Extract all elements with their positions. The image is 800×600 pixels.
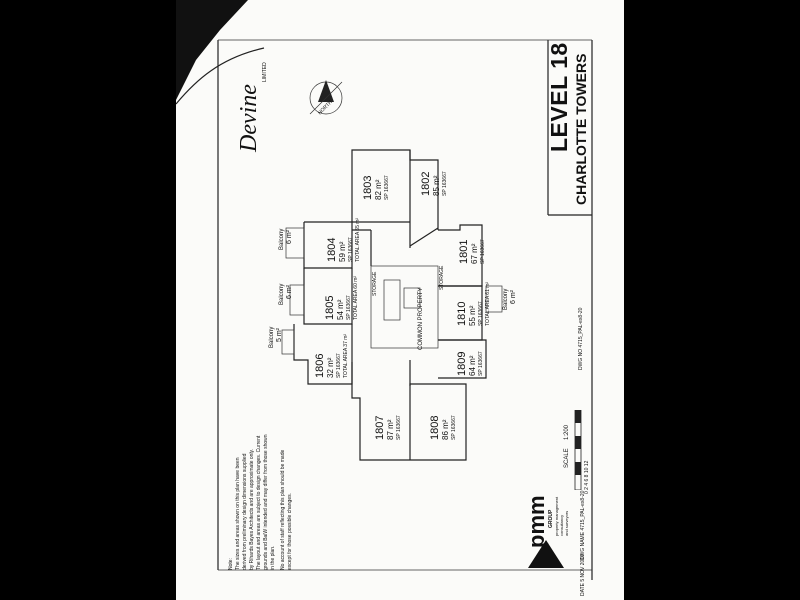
unit-area: 85 m²: [432, 175, 441, 196]
unit-area: 64 m²: [468, 355, 477, 376]
dwg-no: DWG NO 4715_PAL-ex8-20: [578, 307, 584, 370]
pmm-name: pmm: [524, 495, 549, 548]
dwg-name: DWG NAME 4715_PAL-ex8-20: [580, 490, 586, 560]
unit-number: 1805: [324, 295, 336, 320]
unit-number: 1807: [374, 415, 386, 440]
corner-decoration: [176, 0, 265, 105]
note-line: by Rihards Bayes Architects and are appr…: [249, 448, 255, 570]
balcony-label: Balcony: [503, 288, 509, 310]
note-line: Note:: [228, 558, 234, 570]
unit-number: 1802: [420, 171, 432, 196]
floor-plan: [281, 149, 503, 461]
note-line: derived from preliminary design dimensio…: [242, 453, 248, 570]
balcony-label: Balcony: [269, 326, 275, 348]
unit-area: 55 m²: [468, 305, 477, 326]
unit-area: 87 m²: [386, 419, 395, 440]
unit-number: 1804: [326, 237, 338, 262]
unit-total-area: TOTAL AREA 61 m²: [485, 281, 491, 326]
unit-sp: SP 163667: [478, 301, 484, 326]
scale-label: SCALE: [564, 448, 570, 468]
unit-area: 32 m²: [326, 357, 335, 378]
common-property: COMMON PROPERTY: [418, 287, 424, 350]
unit-sp: SP 163667: [442, 171, 448, 196]
balcony-area: 5 m²: [276, 328, 283, 342]
unit-area: 82 m²: [374, 179, 383, 200]
plan-sheet: LEVEL 18 CHARLOTTE TOWERS Devine LIMITED…: [176, 0, 624, 600]
unit-sp: SP 163667: [348, 237, 354, 262]
note-line: The layout and areas are subject to desi…: [256, 435, 262, 570]
unit-sp: SP 163667: [384, 175, 390, 200]
pmm-sub: and surveyors: [564, 510, 569, 536]
unit-total-area: TOTAL AREA 37 m²: [343, 333, 349, 378]
scale-bar: [574, 410, 582, 490]
unit-sp: SP 163667: [336, 353, 342, 378]
unit-number: 1808: [429, 415, 441, 440]
unit-number: 1806: [314, 353, 326, 378]
balcony-area: 6 m²: [510, 290, 517, 304]
unit-number: 1801: [458, 239, 470, 264]
storage-label: STORAGE: [439, 265, 445, 290]
balcony-area: 6 m²: [286, 230, 293, 244]
unit-sp: SP 163667: [478, 351, 484, 376]
unit-total-area: TOTAL AREA 65 m²: [355, 217, 361, 262]
unit-number: 1809: [456, 351, 468, 376]
unit-sp: SP 163667: [451, 415, 457, 440]
scale-ticks: 0 2 4 6 8 10 12: [584, 460, 590, 494]
balcony-area: 6 m²: [286, 285, 293, 299]
unit-area: 86 m²: [441, 419, 450, 440]
balcony-label: Balcony: [279, 283, 285, 305]
scale-value: 1:200: [564, 424, 570, 440]
unit-sp: SP 163667: [396, 415, 402, 440]
north-arrow-icon: [309, 80, 343, 115]
storage-label: STORAGE: [372, 271, 378, 296]
balcony-label: Balcony: [279, 228, 285, 250]
dwg-date: DATE 5 NOV 2010: [580, 554, 586, 596]
unit-total-area: TOTAL AREA 60 m²: [353, 275, 359, 320]
unit-sp: SP 163667: [346, 295, 352, 320]
unit-sp: SP 163667: [480, 239, 486, 264]
note-line: No account of staff reflecting this plan…: [280, 449, 286, 570]
unit-number: 1810: [456, 301, 468, 326]
note-line: in the plan.: [270, 545, 276, 570]
unit-area: 59 m²: [338, 241, 347, 262]
unit-number: 1803: [362, 175, 374, 200]
unit-area: 54 m²: [336, 299, 345, 320]
frame-lines: [217, 39, 593, 580]
note-line: except for those possible changes.: [287, 493, 293, 570]
note-line: grounds and BaiW intended and may differ…: [263, 434, 269, 570]
pmm-logo-icon: [528, 540, 564, 568]
note-line: The sizes and areas shown on this plan h…: [235, 457, 241, 570]
unit-area: 67 m²: [470, 243, 479, 264]
